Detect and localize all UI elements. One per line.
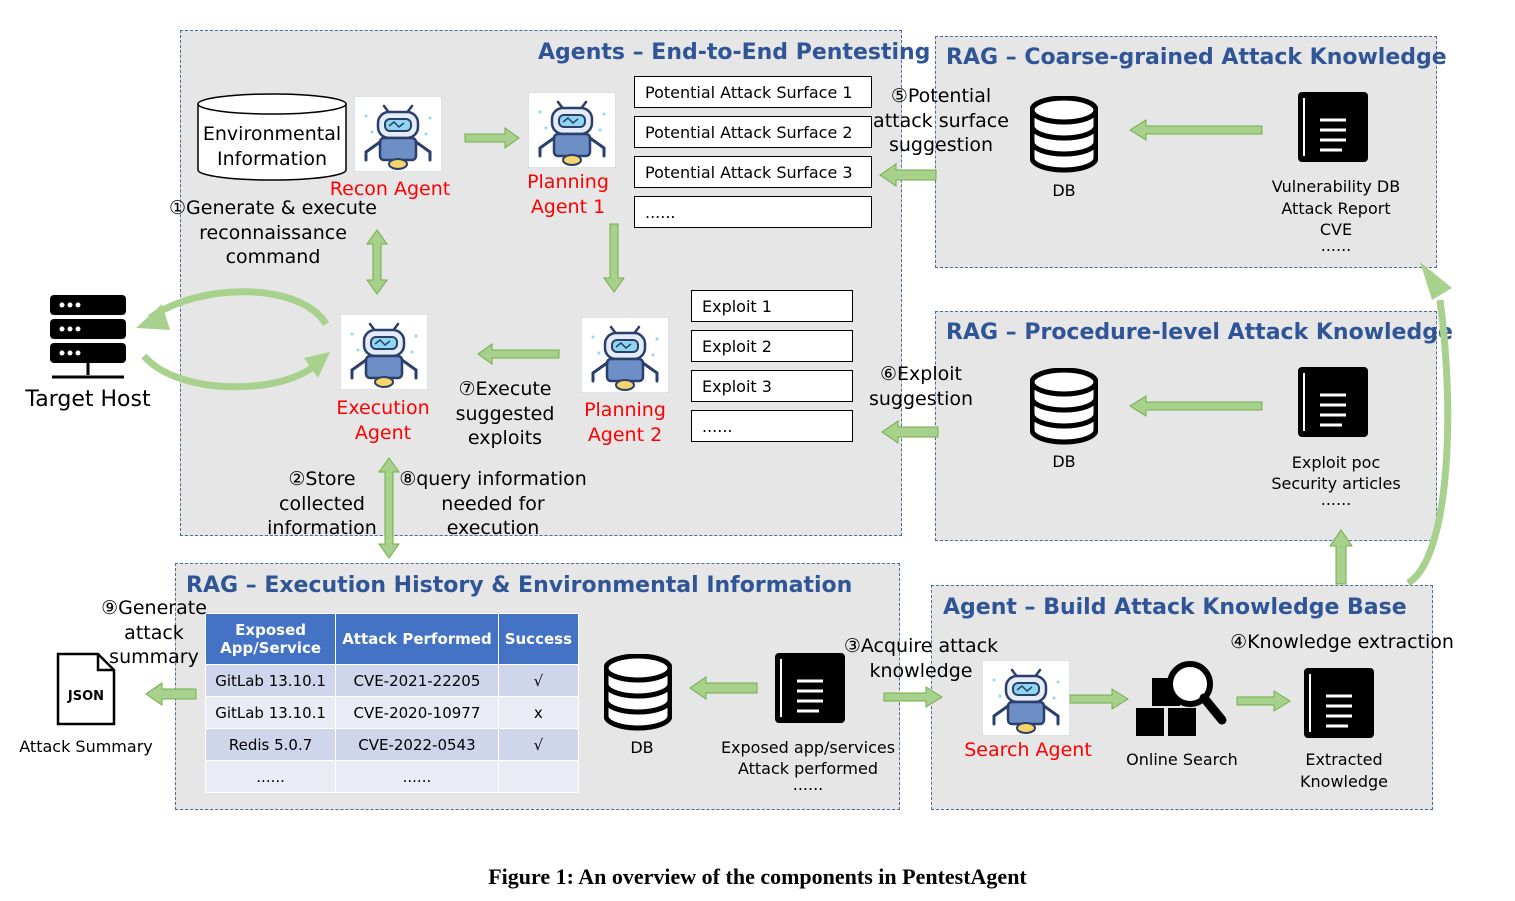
coarse-source-2: Attack Report: [1281, 199, 1391, 218]
arrow-history-to-summary: [145, 682, 197, 706]
online-search-icon: [1136, 661, 1227, 736]
json-file-icon: JSON: [56, 652, 116, 726]
procedure-source-1: Exploit poc: [1291, 453, 1381, 472]
procedure-db-label: DB: [1052, 452, 1076, 471]
table-row: ...... ......: [204, 760, 580, 793]
attack-surface-2: Potential Attack Surface 2: [634, 116, 872, 148]
arrow-recon-execution: [366, 229, 388, 295]
arrow-kb-to-procedure: [1329, 529, 1353, 585]
step-1-label: ①Generate & execute reconnaissance comma…: [169, 197, 377, 269]
attack-surface-1: Potential Attack Surface 1: [634, 76, 872, 108]
step-2-label: ②Store collected information: [267, 468, 377, 540]
online-search-label: Online Search: [1126, 750, 1238, 769]
table-cell: GitLab 13.10.1: [204, 696, 337, 729]
exploit-1: Exploit 1: [691, 290, 853, 322]
arrow-history-to-search: [883, 686, 943, 708]
attack-surface-more: ......: [634, 196, 872, 228]
arrow-coarse-to-surfaces: [879, 163, 937, 187]
table-cell: √: [497, 664, 580, 697]
table-cell: CVE-2022-0543: [335, 728, 499, 761]
history-source-2: Attack performed: [737, 759, 879, 778]
arrow-online-to-extracted: [1236, 690, 1291, 712]
server-icon: [50, 295, 126, 379]
table-row: Redis 5.0.7 CVE-2022-0543 √: [204, 728, 580, 761]
step-6-label: ⑥Exploit suggestion: [868, 363, 974, 410]
table-cell: CVE-2021-22205: [335, 664, 499, 697]
step-3-label: ③Acquire attack knowledge: [843, 635, 999, 682]
procedure-knowledge-title: RAG – Procedure-level Attack Knowledge: [946, 320, 1453, 345]
step-5-label: ⑤Potential attack surface suggestion: [873, 85, 1009, 157]
arrow-planning1-to-planning2: [603, 223, 625, 293]
exploit-3: Exploit 3: [691, 370, 853, 402]
arrow-execution-history: [378, 457, 400, 559]
execution-agent-label: Execution Agent: [336, 397, 430, 444]
table-row: GitLab 13.10.1 CVE-2021-22205 √: [204, 664, 580, 697]
arrow-procedure-to-exploits: [881, 420, 939, 444]
coarse-source-1: Vulnerability DB: [1271, 177, 1401, 196]
coarse-source-3: CVE: [1319, 220, 1353, 239]
table-cell: ......: [204, 760, 337, 793]
attack-surface-3: Potential Attack Surface 3: [634, 156, 872, 188]
environmental-info-label: Environmental Information: [202, 123, 342, 170]
step-8-label: ⑧query information needed for execution: [399, 468, 587, 540]
exploit-2: Exploit 2: [691, 330, 853, 362]
procedure-source-3: ......: [1320, 490, 1352, 509]
agents-panel-title: Agents – End-to-End Pentesting: [538, 40, 931, 65]
recon-agent-label: Recon Agent: [329, 178, 451, 200]
extracted-knowledge-label: Extracted Knowledge: [1300, 750, 1388, 791]
history-panel-title: RAG – Execution History & Environmental …: [186, 573, 853, 598]
arrow-planning2-to-execution: [477, 343, 560, 365]
history-table: Exposed App/Service Attack Performed Suc…: [204, 613, 580, 793]
environmental-info-cylinder: [197, 93, 347, 181]
history-db-label: DB: [630, 738, 654, 757]
arrow-recon-to-planning1: [464, 127, 520, 149]
arrow-history-book-to-db: [689, 676, 758, 700]
table-cell: GitLab 13.10.1: [204, 664, 337, 697]
arrow-search-to-online: [1069, 688, 1129, 710]
table-cell: Redis 5.0.7: [204, 728, 337, 761]
step-7-label: ⑦Execute suggested exploits: [455, 378, 555, 450]
planning-agent-1-label: Planning Agent 1: [527, 171, 609, 218]
arrow-coarse-book-to-db: [1129, 119, 1263, 141]
coarse-db-label: DB: [1052, 181, 1076, 200]
history-col-header: Exposed App/Service: [204, 613, 337, 665]
history-source-1: Exposed app/services: [720, 738, 896, 757]
table-cell: x: [497, 696, 580, 729]
history-col-header: Success: [497, 613, 580, 665]
step-4-label: ④Knowledge extraction: [1230, 631, 1454, 653]
table-cell: [497, 760, 580, 793]
arrow-host-to-execution: [141, 353, 321, 391]
arrow-execution-to-host: [147, 288, 329, 327]
table-cell: ......: [335, 760, 499, 793]
history-source-3: ......: [792, 775, 824, 794]
planning-agent-2-label: Planning Agent 2: [584, 399, 666, 446]
knowledge-base-title: Agent – Build Attack Knowledge Base: [943, 595, 1407, 620]
coarse-knowledge-title: RAG – Coarse-grained Attack Knowledge: [946, 45, 1447, 70]
target-host-label: Target Host: [25, 387, 151, 412]
search-agent-label: Search Agent: [964, 739, 1092, 761]
attack-summary-label: Attack Summary: [19, 737, 153, 756]
exploit-more: ......: [691, 410, 853, 442]
figure-caption: Figure 1: An overview of the components …: [488, 864, 1027, 889]
arrow-kb-to-coarse: [1405, 299, 1452, 587]
step-9-label: ⑨Generate attack summary: [101, 597, 207, 669]
history-col-header: Attack Performed: [335, 613, 499, 665]
procedure-source-2: Security articles: [1271, 474, 1401, 493]
coarse-source-4: ......: [1320, 236, 1352, 255]
arrow-procedure-book-to-db: [1129, 395, 1263, 417]
table-row: GitLab 13.10.1 CVE-2020-10977 x: [204, 696, 580, 729]
json-file-label: JSON: [67, 689, 104, 704]
